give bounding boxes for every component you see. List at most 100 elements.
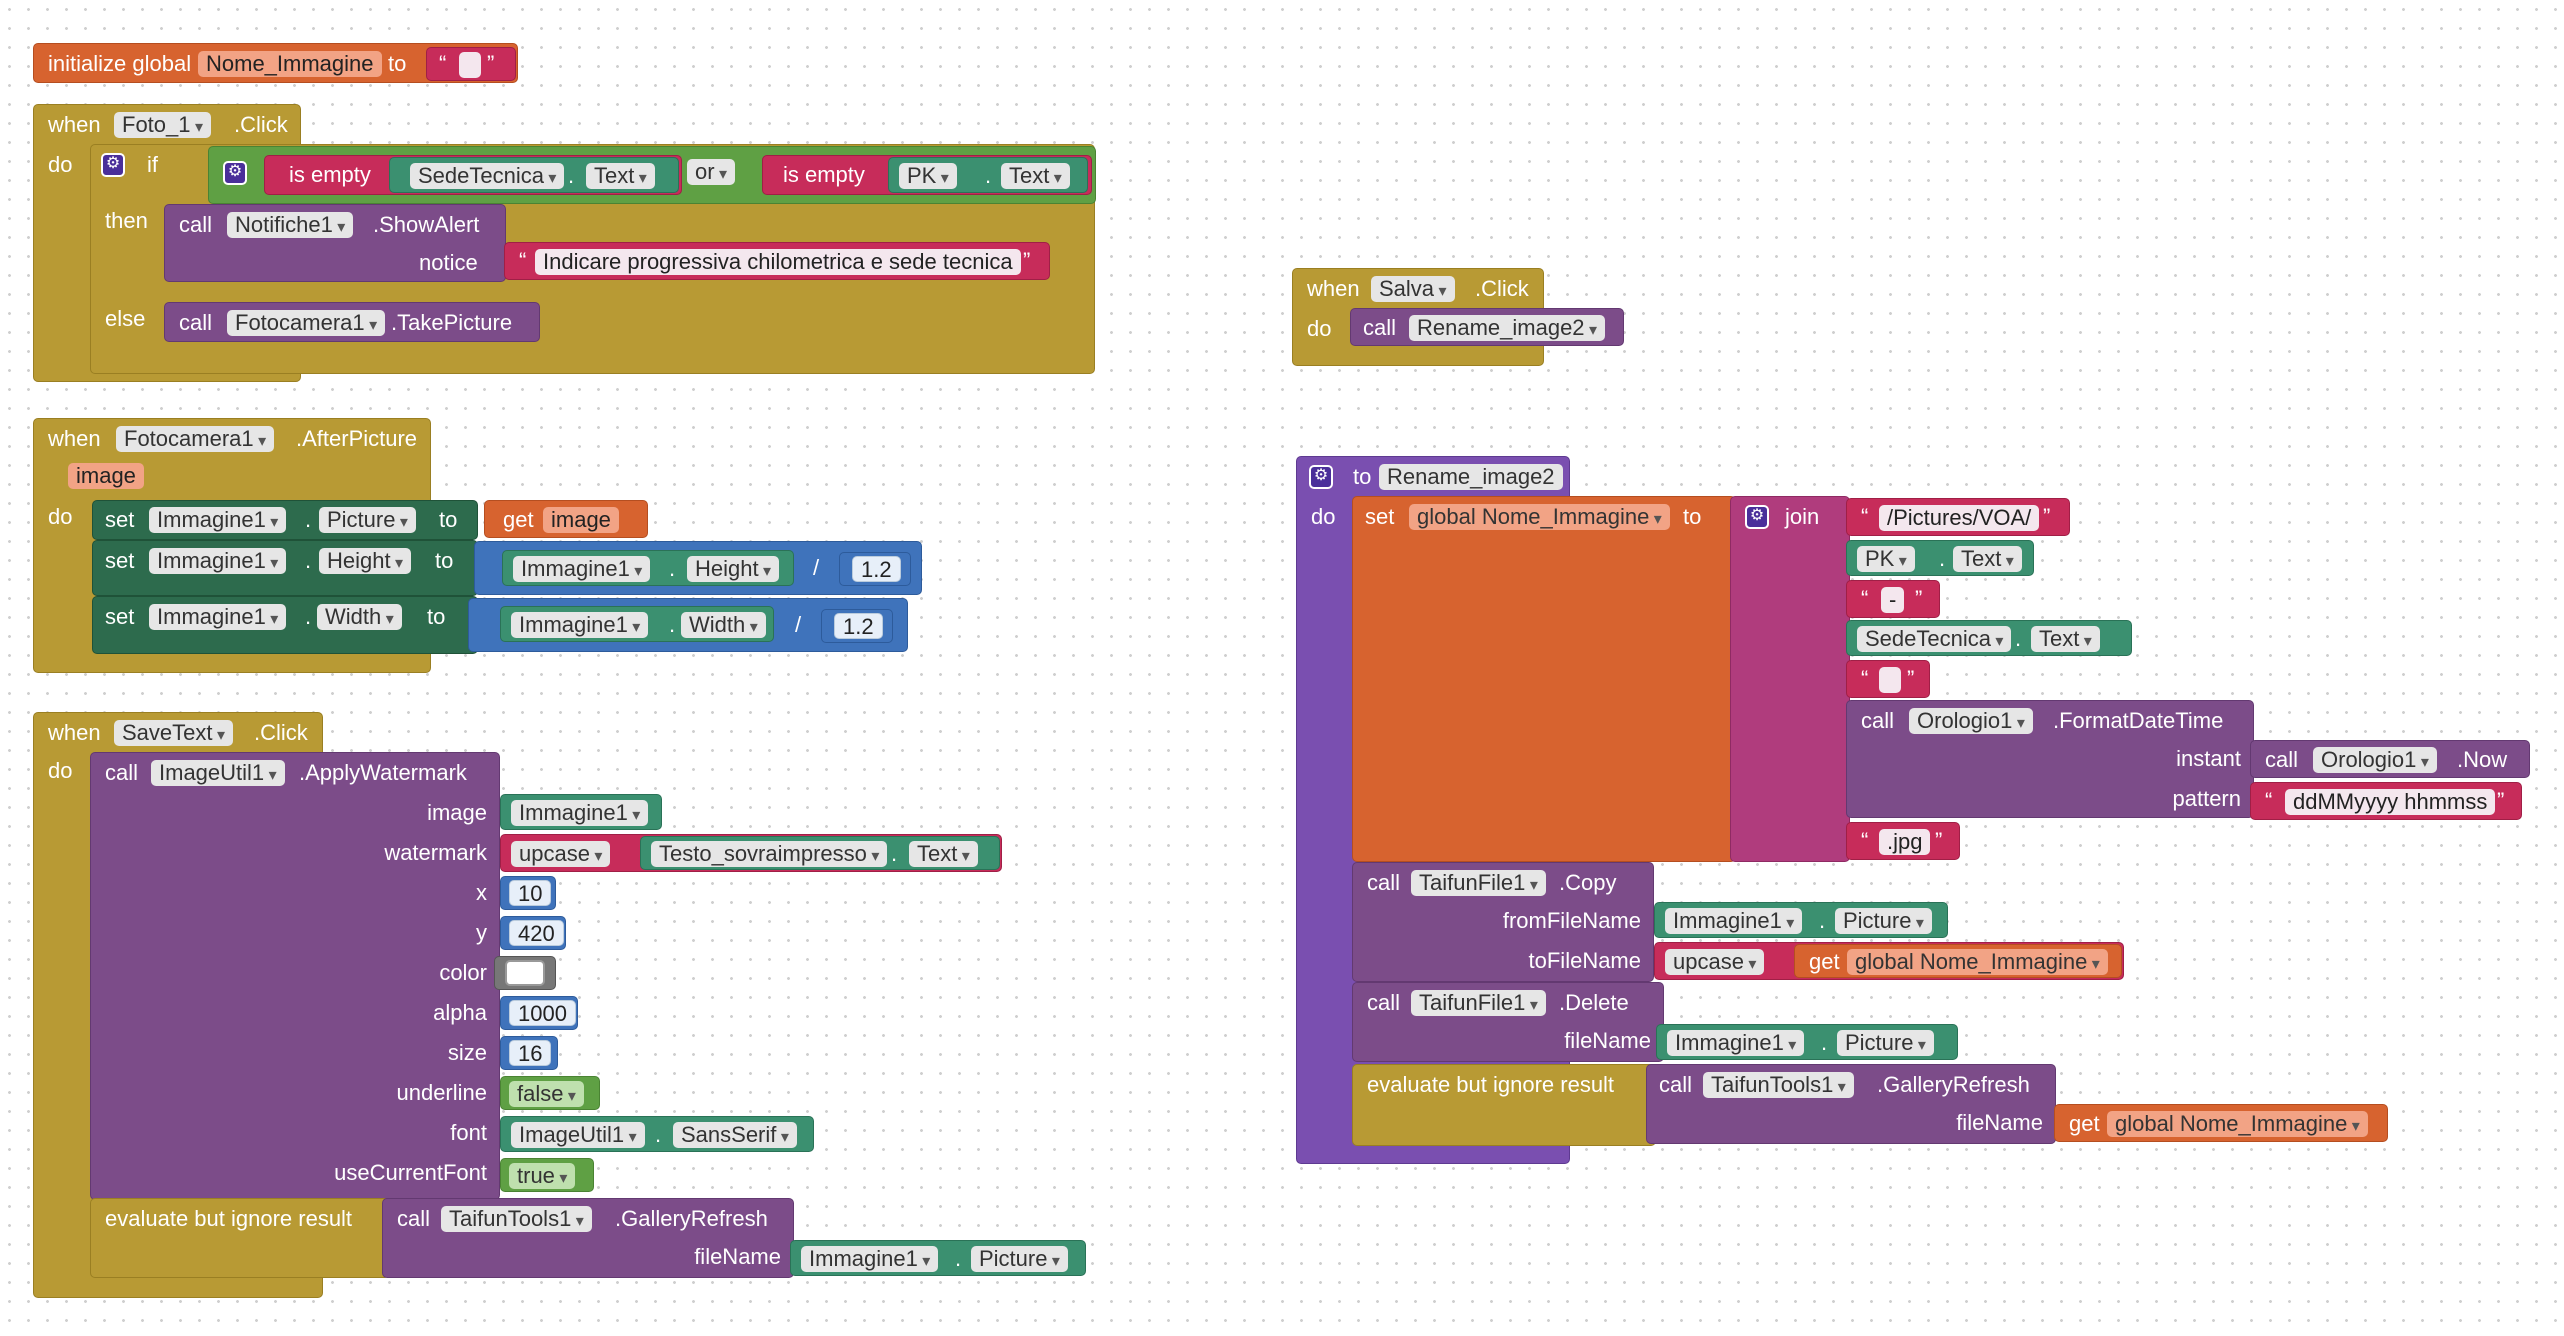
property-dropdown[interactable]: Text: [586, 163, 655, 189]
property-dropdown[interactable]: Width: [317, 604, 402, 630]
evaluate-ignore-block[interactable]: evaluate but ignore result: [90, 1198, 390, 1278]
get-var-field[interactable]: image: [543, 507, 619, 533]
property-dropdown[interactable]: Width: [681, 612, 766, 638]
foto-component-dropdown[interactable]: Foto_1: [114, 112, 211, 138]
file-copy-block[interactable]: call TaifunFile1 .Copy fromFileName toFi…: [1352, 862, 1654, 982]
size-number-block[interactable]: 16: [500, 1036, 558, 1070]
width-getter[interactable]: Immagine1 . Width: [500, 606, 774, 642]
notice-text-block[interactable]: “ Indicare progressiva chilometrica e se…: [504, 242, 1050, 280]
font-getter-block[interactable]: ImageUtil1 . SansSerif: [500, 1116, 814, 1152]
component-dropdown[interactable]: Immagine1: [1667, 1030, 1805, 1056]
usecurrentfont-boolean-block[interactable]: true: [500, 1158, 594, 1192]
initialize-global-block[interactable]: initialize global Nome_Immagine to “ ”: [33, 43, 518, 83]
gear-icon[interactable]: ⚙: [1745, 505, 1769, 529]
pk-text-getter[interactable]: PK . Text: [888, 157, 1088, 193]
util-component-dropdown[interactable]: ImageUtil1: [151, 760, 285, 786]
upcase-dropdown[interactable]: upcase: [511, 841, 611, 867]
y-number-block[interactable]: 420: [500, 916, 566, 950]
height-getter[interactable]: Immagine1 . Height: [502, 550, 794, 586]
x-number-field[interactable]: 10: [509, 880, 552, 906]
x-number-block[interactable]: 10: [500, 876, 556, 910]
get-image-block[interactable]: get image: [484, 500, 648, 538]
clock-component-dropdown[interactable]: Orologio1: [1909, 708, 2033, 734]
file-delete-block[interactable]: call TaifunFile1 .Delete fileName: [1352, 982, 1664, 1062]
text-field[interactable]: [1879, 667, 1901, 693]
component-dropdown[interactable]: Immagine1: [149, 507, 287, 533]
component-dropdown[interactable]: Testo_sovraimpresso: [651, 841, 888, 867]
color-swatch-white[interactable]: [505, 960, 545, 986]
tools-component-dropdown[interactable]: TaifunTools1: [1703, 1072, 1854, 1098]
text-block-empty[interactable]: “ ”: [1846, 660, 1930, 698]
pk-text-getter[interactable]: PK . Text: [1846, 540, 2034, 576]
empty-text-field[interactable]: [459, 52, 481, 78]
or-operator-dropdown[interactable]: or: [687, 159, 736, 185]
global-var-dropdown[interactable]: global Nome_Immagine: [1409, 504, 1670, 530]
alpha-number-block[interactable]: 1000: [500, 996, 578, 1030]
get-global-block[interactable]: get global Nome_Immagine: [2054, 1104, 2388, 1142]
salva-component-dropdown[interactable]: Salva: [1371, 276, 1455, 302]
component-dropdown[interactable]: PK: [899, 163, 957, 189]
number-field[interactable]: 1.2: [852, 556, 901, 582]
from-picture-getter[interactable]: Immagine1 . Picture: [1654, 902, 1948, 938]
component-dropdown[interactable]: ImageUtil1: [511, 1122, 645, 1148]
component-dropdown[interactable]: Immagine1: [801, 1246, 939, 1272]
image-component-block[interactable]: Immagine1: [500, 794, 662, 830]
text-field[interactable]: /Pictures/VOA/: [1879, 505, 2040, 531]
set-picture-block[interactable]: set Immagine1 . Picture to: [92, 500, 478, 540]
property-dropdown[interactable]: Picture: [971, 1246, 1068, 1272]
sedetecnica-text-getter[interactable]: SedeTecnica . Text: [1846, 620, 2132, 656]
size-number-field[interactable]: 16: [509, 1040, 552, 1066]
sedetecnica-text-getter[interactable]: SedeTecnica . Text: [389, 157, 679, 193]
component-dropdown[interactable]: SedeTecnica: [410, 163, 565, 189]
alert-component-dropdown[interactable]: Notifiche1: [227, 212, 354, 238]
show-alert-block[interactable]: call Notifiche1 .ShowAlert notice: [164, 204, 506, 282]
number-field[interactable]: 1.2: [834, 613, 883, 639]
component-dropdown[interactable]: Immagine1: [513, 556, 651, 582]
text-block-dash[interactable]: “ - ”: [1846, 580, 1940, 618]
component-dropdown[interactable]: Immagine1: [1665, 908, 1803, 934]
empty-text-block[interactable]: “ ”: [426, 47, 516, 81]
set-height-block[interactable]: set Immagine1 . Height to: [92, 540, 478, 596]
property-dropdown[interactable]: Picture: [1837, 1030, 1934, 1056]
text-block-ext[interactable]: “ .jpg ”: [1846, 822, 1960, 860]
property-dropdown[interactable]: Text: [909, 841, 978, 867]
color-block[interactable]: [494, 956, 556, 990]
gear-icon[interactable]: ⚙: [101, 153, 125, 177]
file-component-dropdown[interactable]: TaifunFile1: [1411, 990, 1546, 1016]
format-datetime-block[interactable]: call Orologio1 .FormatDateTime instant p…: [1846, 700, 2254, 818]
pattern-text-block[interactable]: “ ddMMyyyy hhmmss ”: [2250, 782, 2522, 820]
component-dropdown[interactable]: Immagine1: [511, 612, 649, 638]
y-number-field[interactable]: 420: [509, 920, 564, 946]
component-dropdown[interactable]: Immagine1: [511, 800, 649, 826]
global-var-name-field[interactable]: Nome_Immagine: [198, 51, 382, 77]
property-dropdown[interactable]: Text: [2031, 626, 2100, 652]
gallery-refresh-block[interactable]: call TaifunTools1 .GalleryRefresh fileNa…: [382, 1198, 794, 1278]
alpha-number-field[interactable]: 1000: [509, 1000, 576, 1026]
savetext-component-dropdown[interactable]: SaveText: [114, 720, 233, 746]
get-global-block[interactable]: get global Nome_Immagine: [1794, 944, 2122, 978]
number-block[interactable]: 1.2: [821, 609, 893, 643]
gallery-refresh-block[interactable]: call TaifunTools1 .GalleryRefresh fileNa…: [1646, 1064, 2056, 1144]
set-width-block[interactable]: set Immagine1 . Width to: [92, 596, 478, 654]
take-picture-block[interactable]: call Fotocamera1 .TakePicture: [164, 302, 540, 342]
clock-component-dropdown[interactable]: Orologio1: [2313, 747, 2437, 773]
text-block-path[interactable]: “ /Pictures/VOA/ ”: [1846, 498, 2070, 536]
upcase-dropdown[interactable]: upcase: [1665, 949, 1765, 975]
camera-component-dropdown[interactable]: Fotocamera1: [227, 310, 386, 336]
procedure-name-field[interactable]: Rename_image2: [1379, 464, 1563, 490]
number-block[interactable]: 1.2: [839, 552, 911, 586]
param-image[interactable]: image: [68, 463, 144, 489]
camera-component-dropdown[interactable]: Fotocamera1: [116, 426, 275, 452]
text-field[interactable]: .jpg: [1879, 829, 1931, 855]
property-dropdown[interactable]: Height: [687, 556, 780, 582]
clock-now-block[interactable]: call Orologio1 .Now: [2250, 740, 2530, 778]
tools-component-dropdown[interactable]: TaifunTools1: [441, 1206, 592, 1232]
underline-boolean-block[interactable]: false: [500, 1076, 600, 1110]
notice-text-field[interactable]: Indicare progressiva chilometrica e sede…: [535, 249, 1021, 275]
procedure-dropdown[interactable]: Rename_image2: [1409, 315, 1606, 341]
join-block[interactable]: ⚙ join: [1730, 496, 1850, 862]
boolean-dropdown[interactable]: false: [509, 1081, 584, 1107]
property-dropdown[interactable]: Picture: [1835, 908, 1932, 934]
set-global-block[interactable]: set global Nome_Immagine to: [1352, 496, 1736, 862]
property-dropdown[interactable]: Text: [1953, 546, 2022, 572]
